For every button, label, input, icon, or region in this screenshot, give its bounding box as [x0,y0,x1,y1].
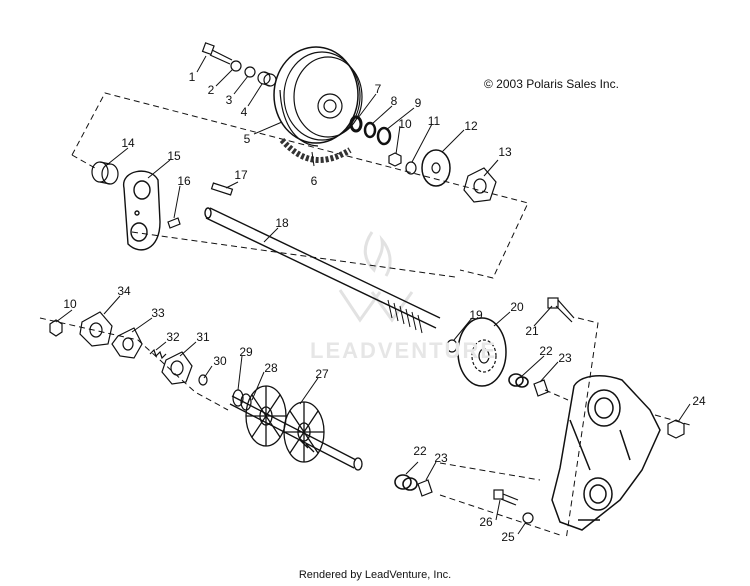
part-9-ring [376,126,392,146]
callout-15: 15 [167,149,181,163]
part-23-washer-upper [533,379,549,397]
part-19-seal [446,339,458,353]
callout-23-upper: 23 [558,351,572,365]
callout-22-lower: 22 [413,444,427,458]
assembly-dashed-lines [39,92,691,541]
callout-26: 26 [479,515,493,529]
rendered-by-footer: Rendered by LeadVenture, Inc. [298,569,452,581]
part-16-pin [167,217,181,229]
part-24-nut [667,419,685,439]
callout-10-top: 10 [398,117,412,131]
callout-27: 27 [315,367,329,381]
part-5-sprocket [273,46,363,147]
part-4-spacer [257,71,277,87]
callout-19: 19 [469,308,483,322]
part-20-gear [457,317,507,387]
part-12-plate [421,149,451,187]
callout-29: 29 [239,345,253,359]
gear-case [551,374,661,531]
callout-13: 13 [498,145,512,159]
part-15-housing-plate [123,170,161,251]
part-30-bearing [198,374,208,386]
callout-10-lower: 10 [63,297,77,311]
callout-3: 3 [225,93,233,107]
part-33-gasket [111,327,143,359]
callout-2: 2 [207,83,215,97]
part-2-washer [230,60,242,72]
callout-5: 5 [243,132,251,146]
callout-28: 28 [264,361,278,375]
part-25-washer [522,512,534,524]
part-23-washer-lower [417,479,433,497]
callout-11: 11 [427,114,441,128]
callout-30: 30 [213,354,227,368]
callout-7: 7 [374,82,382,96]
part-34-flange [79,311,113,347]
callout-24: 24 [692,394,706,408]
callout-16: 16 [177,174,191,188]
part-26-bolt [493,489,519,506]
part-32-spring [149,348,167,360]
part-18-shaft [204,207,441,334]
part-3-washer [244,66,256,78]
part-17-key [210,182,234,196]
leader-lines [55,55,691,535]
callout-25: 25 [501,530,515,544]
part-11-washer [405,161,417,175]
callout-9: 9 [414,96,422,110]
part-28-spacer [240,393,252,411]
part-27-drive-shaft [229,385,363,471]
watermark-text: LEADVENTURE [310,338,498,363]
callout-17: 17 [234,168,248,182]
callout-1: 1 [188,70,196,84]
callout-33: 33 [151,306,165,320]
callout-34: 34 [117,284,131,298]
callout-4: 4 [240,105,248,119]
part-22-bushing-lower [394,474,418,491]
callout-31: 31 [196,330,210,344]
part-7-seal [349,115,363,133]
callout-6: 6 [310,174,318,188]
copyright-text: © 2003 Polaris Sales Inc. [484,77,619,91]
callout-8: 8 [390,94,398,108]
callout-22-upper: 22 [539,344,553,358]
callout-23-lower: 23 [434,451,448,465]
part-13-flange [463,167,497,203]
part-31-flange [161,351,193,385]
callout-12: 12 [464,119,478,133]
part-6-chain [279,137,352,164]
callout-32: 32 [166,330,180,344]
callout-14: 14 [121,136,135,150]
callout-18: 18 [275,216,289,230]
part-22-bushing-upper [508,373,529,388]
part-1-bolt [201,42,233,65]
callout-20: 20 [510,300,524,314]
part-14-bearing [91,161,119,185]
part-21-bolt [547,297,575,323]
part-10-nut [388,152,402,167]
part-8-oring [363,121,377,139]
part-10-nut-lower [49,319,63,337]
callout-21: 21 [525,324,539,338]
